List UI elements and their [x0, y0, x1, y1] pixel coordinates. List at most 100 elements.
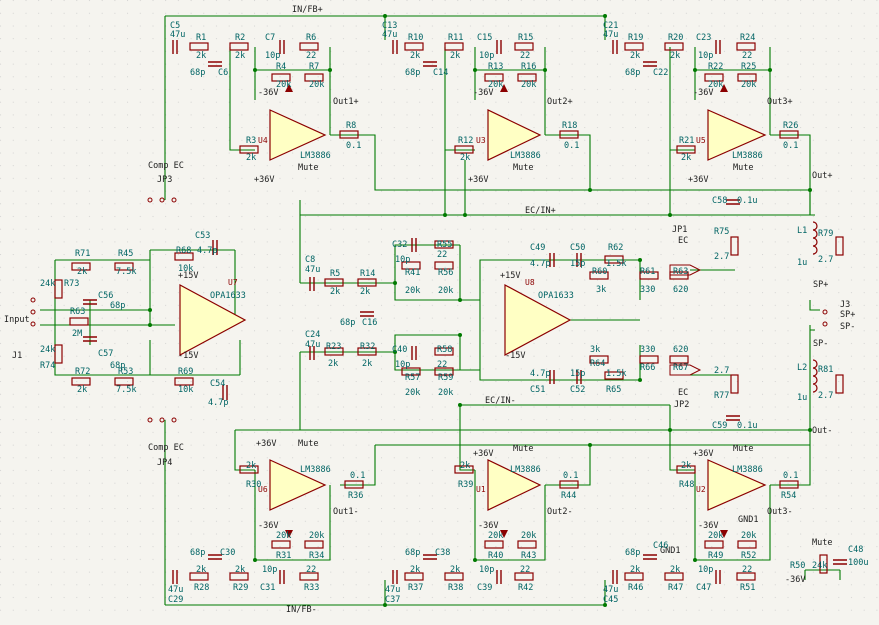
- val-c50: 15p: [570, 259, 585, 269]
- opamp-part: LM3886: [510, 151, 541, 161]
- val-r55: 22: [437, 250, 447, 260]
- val-r26: 0.1: [783, 141, 798, 151]
- net-sp-plus: SP+: [813, 280, 828, 290]
- net-in-fb-minus: IN/FB-: [286, 605, 317, 615]
- ref-r79: R79: [818, 229, 833, 239]
- val-r39: 2k: [460, 461, 470, 471]
- p36-4: +36V: [256, 439, 276, 449]
- val-c13: 47u: [382, 30, 397, 40]
- ref-c6: C6: [218, 68, 228, 78]
- ref-r40: R40: [488, 551, 503, 561]
- net-mute-3: Mute: [733, 163, 753, 173]
- opamp-part: LM3886: [732, 151, 763, 161]
- val-r60: 3k: [596, 285, 606, 295]
- ref-r25: R25: [741, 62, 756, 72]
- val-c52: 15p: [570, 369, 585, 379]
- net-out3m: Out3-: [767, 507, 793, 517]
- ref-r15: R15: [518, 33, 533, 43]
- val-r10: 2k: [410, 51, 420, 61]
- val-c7: 10p: [265, 51, 280, 61]
- val-r16: 20k: [521, 80, 536, 90]
- ref-l2: L2: [797, 363, 807, 373]
- ref-c58: C58: [712, 196, 727, 206]
- ref-c46: C46: [653, 541, 668, 551]
- opamp-u7: U7 OPA1633: [179, 278, 247, 357]
- val-c24: 47u: [305, 340, 320, 350]
- net-out2m: Out2-: [547, 507, 573, 517]
- val-c37: 47u: [385, 585, 400, 595]
- val-r48: 2k: [681, 461, 691, 471]
- p36-6: +36V: [693, 449, 713, 459]
- net-sp-minus-j3: SP-: [840, 322, 855, 332]
- inductors: [812, 221, 818, 393]
- net-in-fb-plus: IN/FB+: [292, 5, 323, 15]
- conn-jp1: JP1: [672, 225, 687, 235]
- ref-r54: R54: [781, 491, 796, 501]
- opamp-u1: U1 LM3886: [476, 459, 542, 511]
- ref-c57: C57: [98, 349, 113, 359]
- ref-c16: C16: [362, 318, 377, 328]
- ref-r39: R39: [458, 480, 473, 490]
- ref-r32: R32: [360, 342, 375, 352]
- ref-c13: C13: [382, 21, 397, 31]
- net-out-plus: Out+: [812, 171, 832, 181]
- val-r47: 2k: [670, 565, 680, 575]
- connectors: [30, 197, 828, 423]
- ref-c8: C8: [305, 255, 315, 265]
- ref-r6: R6: [306, 33, 316, 43]
- val-c29: 47u: [168, 585, 183, 595]
- net-mute-5: Mute: [513, 444, 533, 454]
- ref-r56: R56: [438, 268, 453, 278]
- opamp-part: LM3886: [300, 151, 331, 161]
- conn-j3-label: J3: [840, 300, 850, 310]
- val-c53: 4.7p: [197, 246, 217, 256]
- val-r1: 2k: [196, 51, 206, 61]
- val-c14: 68p: [405, 68, 420, 78]
- ref-r3: R3: [246, 136, 256, 146]
- net-out1p: Out1+: [333, 97, 359, 107]
- ref-r11: R11: [448, 33, 463, 43]
- val-c5: 47u: [170, 30, 185, 40]
- ref-c52: C52: [570, 385, 585, 395]
- val-c40: 10p: [395, 360, 410, 370]
- m36-5: -36V: [478, 521, 498, 531]
- ref-r71: R71: [75, 249, 90, 259]
- val-r66: 330: [640, 345, 655, 355]
- val-c54: 4.7p: [208, 398, 228, 408]
- ref-r23: R23: [326, 342, 341, 352]
- val-c39: 10p: [479, 565, 494, 575]
- val-r79: 2.7: [818, 255, 833, 265]
- opamp-ref: U1: [476, 485, 486, 494]
- ref-r26: R26: [783, 121, 798, 131]
- val-r49: 20k: [708, 531, 723, 541]
- ref-r63: R63: [70, 307, 85, 317]
- ref-r73: R73: [64, 279, 79, 289]
- ref-c15: C15: [477, 33, 492, 43]
- opamp-part: LM3886: [510, 465, 541, 475]
- net-ec-2: EC: [678, 388, 688, 398]
- val-r28: 2k: [196, 565, 206, 575]
- val-r34: 20k: [309, 531, 324, 541]
- m36-7: -36V: [785, 575, 805, 585]
- ref-c37: C37: [385, 595, 400, 605]
- val-r64: 3k: [590, 345, 600, 355]
- net-labels: IN/FB+ IN/FB- EC/IN+ EC/IN- Out1+ Out2+ …: [4, 5, 855, 615]
- val-r46: 2k: [630, 565, 640, 575]
- ref-r41: R41: [405, 268, 420, 278]
- ref-r48: R48: [679, 480, 694, 490]
- ref-c5: C5: [170, 21, 180, 31]
- ref-r58: R58: [437, 345, 452, 355]
- net-out-minus: Out-: [812, 426, 832, 436]
- val-c32: 10p: [395, 255, 410, 265]
- val-r75: 2.7: [714, 252, 729, 262]
- ref-c7: C7: [265, 33, 275, 43]
- ref-r34: R34: [309, 551, 324, 561]
- opamp-ref: U4: [258, 136, 268, 145]
- val-r24: 22: [742, 51, 752, 61]
- opamp-u4: U4 LM3886: [258, 109, 331, 161]
- ref-r30: R30: [246, 480, 261, 490]
- val-r63b: 620: [673, 285, 688, 295]
- ref-r44: R44: [561, 491, 576, 501]
- ref-r31: R31: [276, 551, 291, 561]
- val-r30: 2k: [246, 461, 256, 471]
